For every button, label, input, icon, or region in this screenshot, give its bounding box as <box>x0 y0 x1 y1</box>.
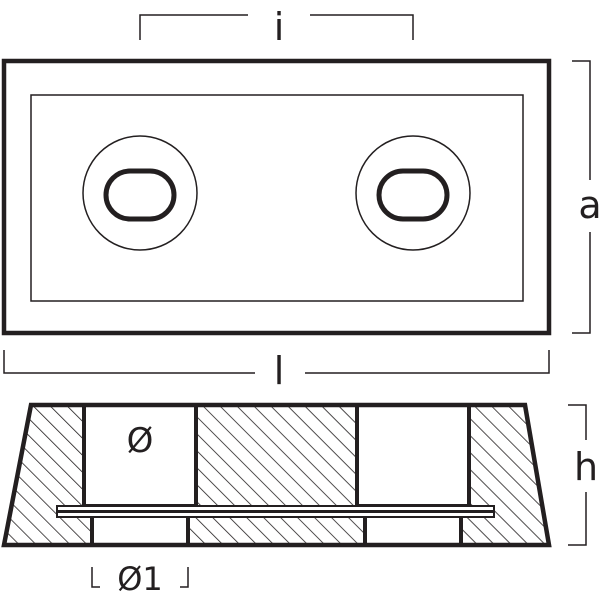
top-view <box>1 58 552 336</box>
dimension-h: h <box>568 404 598 546</box>
dimension-l-label: l <box>274 349 285 393</box>
dimension-h-label: h <box>574 445 598 489</box>
diameter-label: Ø <box>127 421 154 461</box>
mounting-hole-right <box>355 135 471 251</box>
dimension-diameter-1: Ø1 <box>91 560 189 598</box>
section-hole-left <box>82 405 198 545</box>
mounting-hole-left <box>82 135 198 251</box>
side-section-view: Ø <box>1 402 552 548</box>
dimension-a: a <box>572 60 600 334</box>
top-view-inner-outline <box>30 94 524 302</box>
dimension-i: i <box>139 5 414 49</box>
steel-strap <box>56 505 495 518</box>
dimension-i-label: i <box>274 5 285 49</box>
diameter-1-label: Ø1 <box>117 560 163 598</box>
section-outline <box>1 402 552 548</box>
section-hole-right <box>355 405 471 545</box>
dimension-a-label: a <box>578 183 600 227</box>
top-view-outer-outline <box>1 58 552 336</box>
dimension-l: l <box>3 349 550 393</box>
